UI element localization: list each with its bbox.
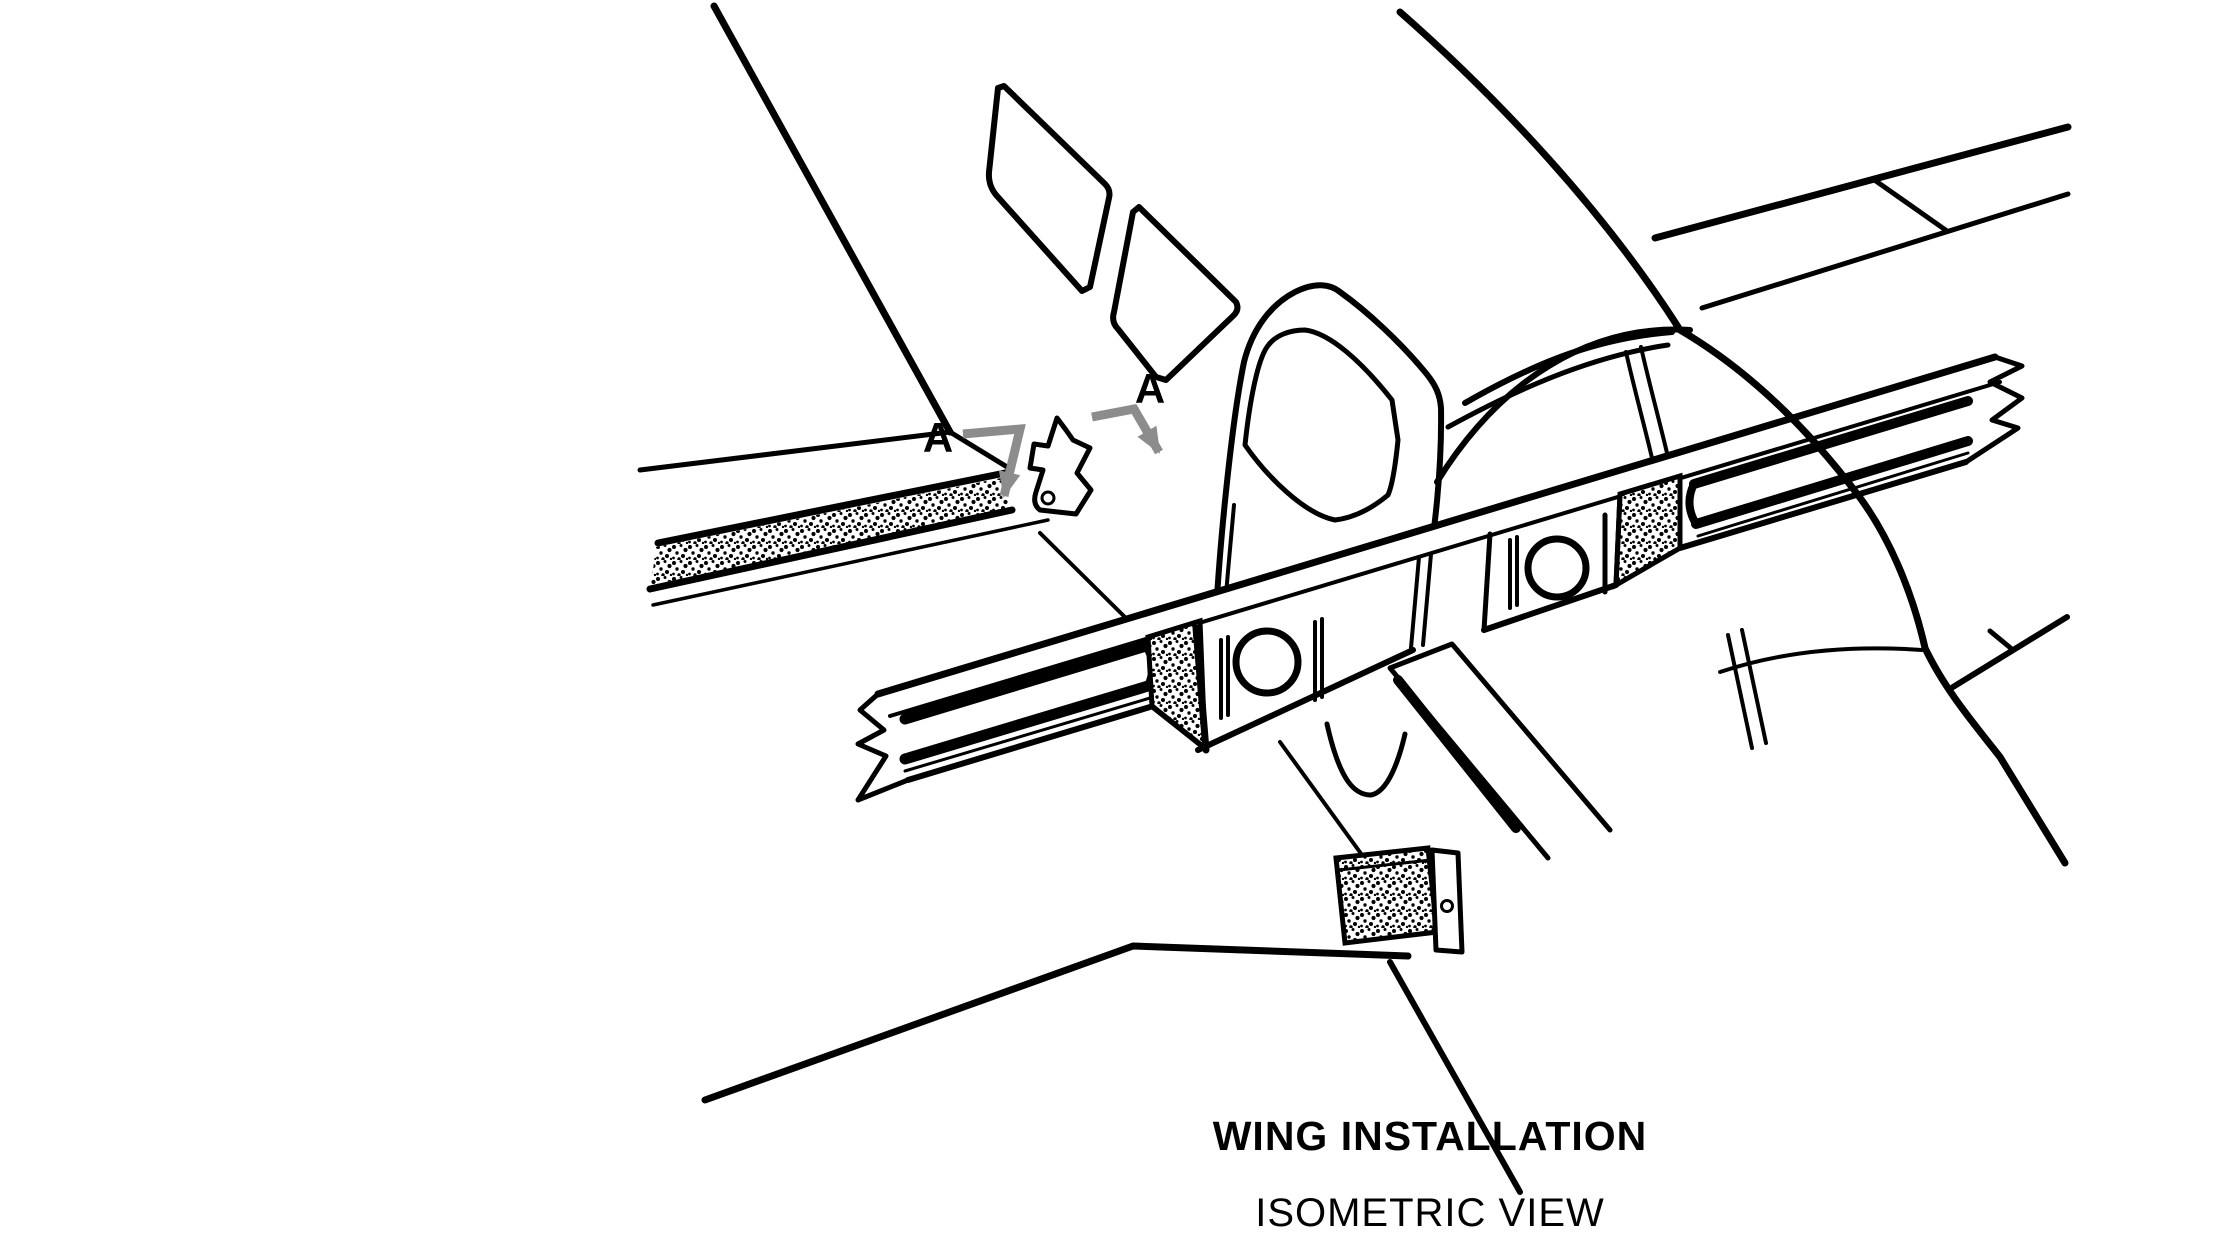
fuselage-outline [1396, 8, 2072, 867]
stub-bolt-hole [1440, 899, 1454, 913]
cowl-dome-curve [1434, 326, 1693, 485]
wing-spar-upper-lip [654, 468, 1014, 547]
left-channel-lower-shadow [899, 680, 1154, 765]
wing-panel-top-edge [637, 429, 1015, 473]
ticks-box1-left [1219, 635, 1230, 720]
right-channel-upper-shadow [1689, 396, 1973, 489]
bracket-bolt-hole [1040, 490, 1056, 506]
rear-window [985, 83, 1113, 294]
dome-frame-line-1 [1624, 350, 1654, 460]
figure-title: WING INSTALLATION [1213, 1113, 1648, 1159]
frame-line-below-box [1278, 740, 1364, 857]
right-channel-lower-shadow [1691, 436, 1973, 529]
main-spar [855, 353, 2025, 803]
box2-left-edge [1481, 531, 1493, 633]
figure-subtitle: ISOMETRIC VIEW [1255, 1191, 1605, 1235]
stabilizer-leading-line [1651, 123, 2072, 242]
center-post-line-2 [1421, 552, 1433, 647]
box1-left-edge [1192, 624, 1210, 754]
center-post [1409, 552, 1433, 650]
wing-attach-stub [1333, 845, 1465, 955]
section-arrow-left [962, 423, 1026, 498]
section-marker-a-left: A [923, 414, 1026, 498]
spar-left-break [855, 691, 911, 803]
mid-window [1110, 204, 1241, 383]
section-marker-a-right: A [1091, 365, 1165, 455]
below-spar-structure [1278, 628, 1768, 861]
door-frame-outline [1213, 282, 1445, 617]
lightening-hole-left [1232, 627, 1302, 697]
root-rib-lines [1726, 628, 1768, 750]
stabilizer-tip-chord [1870, 176, 1950, 234]
fuselage-side-curve [1676, 326, 2069, 867]
aft-floor-beam-shadow [1393, 675, 1521, 833]
attach-bracket [1027, 415, 1094, 517]
right-channel-rounded-end [1685, 480, 1700, 528]
tail-boom [1651, 123, 2072, 311]
windshield-outer-edge [1462, 329, 1675, 406]
box2-right-edge [1613, 491, 1623, 588]
center-post-line-1 [1409, 555, 1421, 650]
wing-root-branch-line [1950, 614, 2070, 690]
wing-root-edge [1387, 959, 1523, 1195]
fuselage-upper-edge [1396, 8, 1684, 334]
lower-wing-outline [701, 845, 1523, 1195]
wing-root-fillet [1718, 646, 1924, 674]
lightening-hole-right [1524, 535, 1590, 601]
left-channel-flange-line [903, 696, 1152, 773]
caption: WING INSTALLATION ISOMETRIC VIEW [1213, 1113, 1648, 1235]
wing-cut-edge-line [710, 2, 954, 436]
wing-spar-lower-lip [646, 506, 1016, 593]
wing-spar-flange-line [651, 518, 1050, 607]
spar-top-edge [874, 353, 1999, 698]
stub-top-face-line [1337, 858, 1433, 872]
cabin-sill-line [1038, 531, 1142, 634]
right-channel-flange-line [1696, 451, 1970, 538]
ticks-box2-left [1508, 535, 1519, 610]
aft-floor-beam [1387, 641, 1613, 861]
section-letter-left: A [923, 414, 953, 461]
spar-bottom-edge-left [905, 704, 1153, 783]
section-arrow-right [1091, 403, 1163, 455]
spar-right-break [1963, 354, 2025, 465]
stabilizer-trailing-line [1699, 191, 2071, 311]
cabin [1038, 282, 1693, 634]
right-splice-stipple [1613, 472, 1683, 590]
section-letter-right: A [1135, 365, 1165, 412]
door-window [1242, 327, 1401, 523]
frame-notch-curve [1324, 721, 1408, 798]
wing-leading-edge [701, 942, 1412, 1104]
wing-spar-stipple-band [651, 477, 1009, 585]
dome-frame-line-2 [1639, 345, 1669, 455]
left-wing-panel [637, 2, 1094, 607]
cabin-windows [985, 83, 1241, 383]
ticks-box1-right [1313, 617, 1324, 702]
left-channel-upper-shadow [899, 640, 1152, 725]
web-stiffener-ticks [1219, 512, 1608, 720]
wing-root-barb [1987, 628, 2016, 653]
